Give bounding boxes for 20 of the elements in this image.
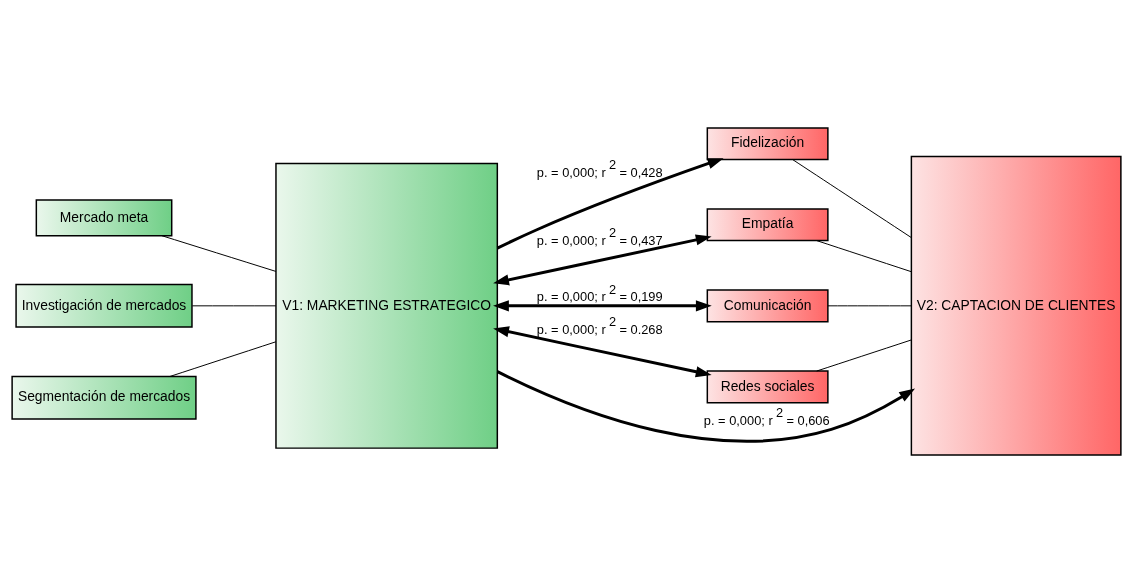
connector bbox=[169, 340, 277, 377]
node-box: Fidelización bbox=[706, 126, 829, 160]
node-box: Investigación de mercados bbox=[15, 283, 193, 328]
arrow bbox=[493, 325, 712, 377]
connector bbox=[191, 304, 277, 306]
node-box: Empatía bbox=[706, 207, 829, 241]
node-box: Mercado meta bbox=[35, 198, 173, 236]
connector bbox=[161, 234, 277, 272]
node-box: Redes sociales bbox=[706, 369, 829, 403]
arrow bbox=[496, 157, 724, 249]
connector bbox=[816, 338, 912, 372]
connector bbox=[827, 304, 912, 306]
arrow bbox=[493, 233, 712, 285]
arrow bbox=[493, 299, 712, 311]
connector bbox=[792, 158, 912, 238]
node-box: Comunicación bbox=[706, 288, 829, 322]
connector bbox=[816, 239, 912, 272]
node-box: V2: CAPTACION DE CLIENTES bbox=[910, 155, 1122, 456]
node-box: Segmentación de mercados bbox=[11, 375, 197, 420]
node-box: V1: MARKETING ESTRATEGICO bbox=[275, 162, 499, 449]
